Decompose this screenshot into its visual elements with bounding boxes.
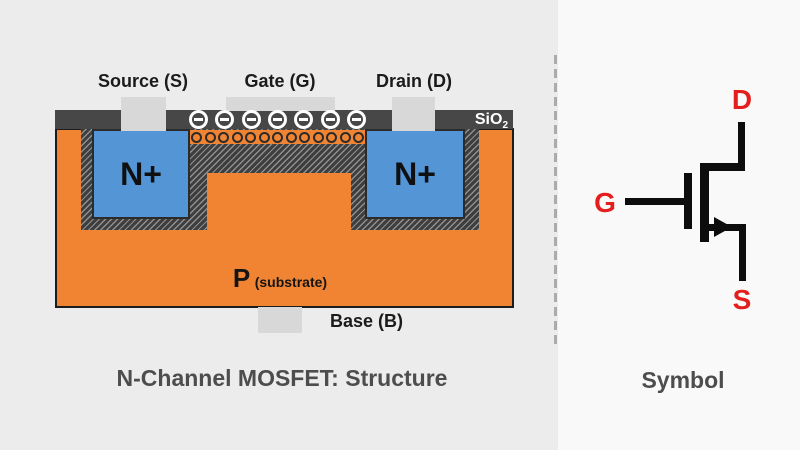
- base-terminal-label: Base (B): [330, 311, 404, 331]
- symbol-gate-lead: [625, 198, 684, 205]
- hole-circle-icon: [204, 131, 216, 143]
- symbol-source-label: S: [732, 284, 752, 315]
- symbol-title: Symbol: [641, 367, 725, 393]
- hole-circle-icon: [312, 131, 324, 143]
- minus-in-circle-icon: [215, 110, 235, 129]
- minus-in-circle-icon: [189, 110, 208, 129]
- hole-circle-icon: [285, 131, 297, 143]
- hole-circle-icon: [258, 131, 270, 143]
- hole-circle-icon: [353, 131, 364, 143]
- hole-circle-icon: [231, 131, 243, 143]
- hole-circle-icon: [245, 131, 256, 143]
- electron-icons-row: [189, 110, 366, 129]
- symbol-gate-label: G: [594, 187, 616, 218]
- gate-contact-pad: [226, 97, 335, 111]
- n-plus-drain-region: N+: [365, 129, 465, 219]
- arrow-right-icon: [714, 217, 732, 237]
- hole-circle-icon: [191, 131, 202, 143]
- hole-circle-icon: [299, 131, 310, 143]
- sio2-label: SiO2: [474, 111, 508, 132]
- hole-circle-icon: [272, 131, 283, 143]
- minus-in-circle-icon: [320, 110, 340, 129]
- minus-in-circle-icon: [267, 110, 287, 129]
- n-plus-source-region: N+: [92, 129, 190, 219]
- gate-terminal-label: Gate (G): [244, 71, 316, 91]
- source-terminal-label: Source (S): [97, 71, 189, 91]
- base-contact-pad: [258, 307, 302, 333]
- minus-in-circle-icon: [346, 110, 366, 129]
- structure-title: N-Channel MOSFET: Structure: [116, 365, 448, 391]
- hole-circle-icon: [339, 131, 351, 143]
- minus-in-circle-icon: [241, 110, 261, 129]
- dashed-divider: [554, 55, 557, 347]
- substrate-island: [207, 173, 351, 233]
- channel-holes-row: [190, 130, 365, 144]
- symbol-drain-lead-vertical: [738, 122, 745, 171]
- source-contact-pad: [121, 97, 166, 131]
- symbol-channel-bar: [700, 163, 709, 242]
- drain-contact-pad: [392, 97, 435, 131]
- symbol-panel: [558, 0, 800, 450]
- symbol-drain-label: D: [731, 84, 753, 115]
- symbol-gate-bar: [684, 173, 692, 229]
- drain-terminal-label: Drain (D): [376, 71, 452, 91]
- hole-circle-icon: [326, 131, 337, 143]
- symbol-drain-lead-horizontal: [709, 163, 745, 171]
- hole-circle-icon: [218, 131, 229, 143]
- p-substrate-label: P (substrate): [232, 263, 328, 293]
- minus-in-circle-icon: [294, 110, 314, 129]
- symbol-source-lead-vertical: [739, 224, 746, 281]
